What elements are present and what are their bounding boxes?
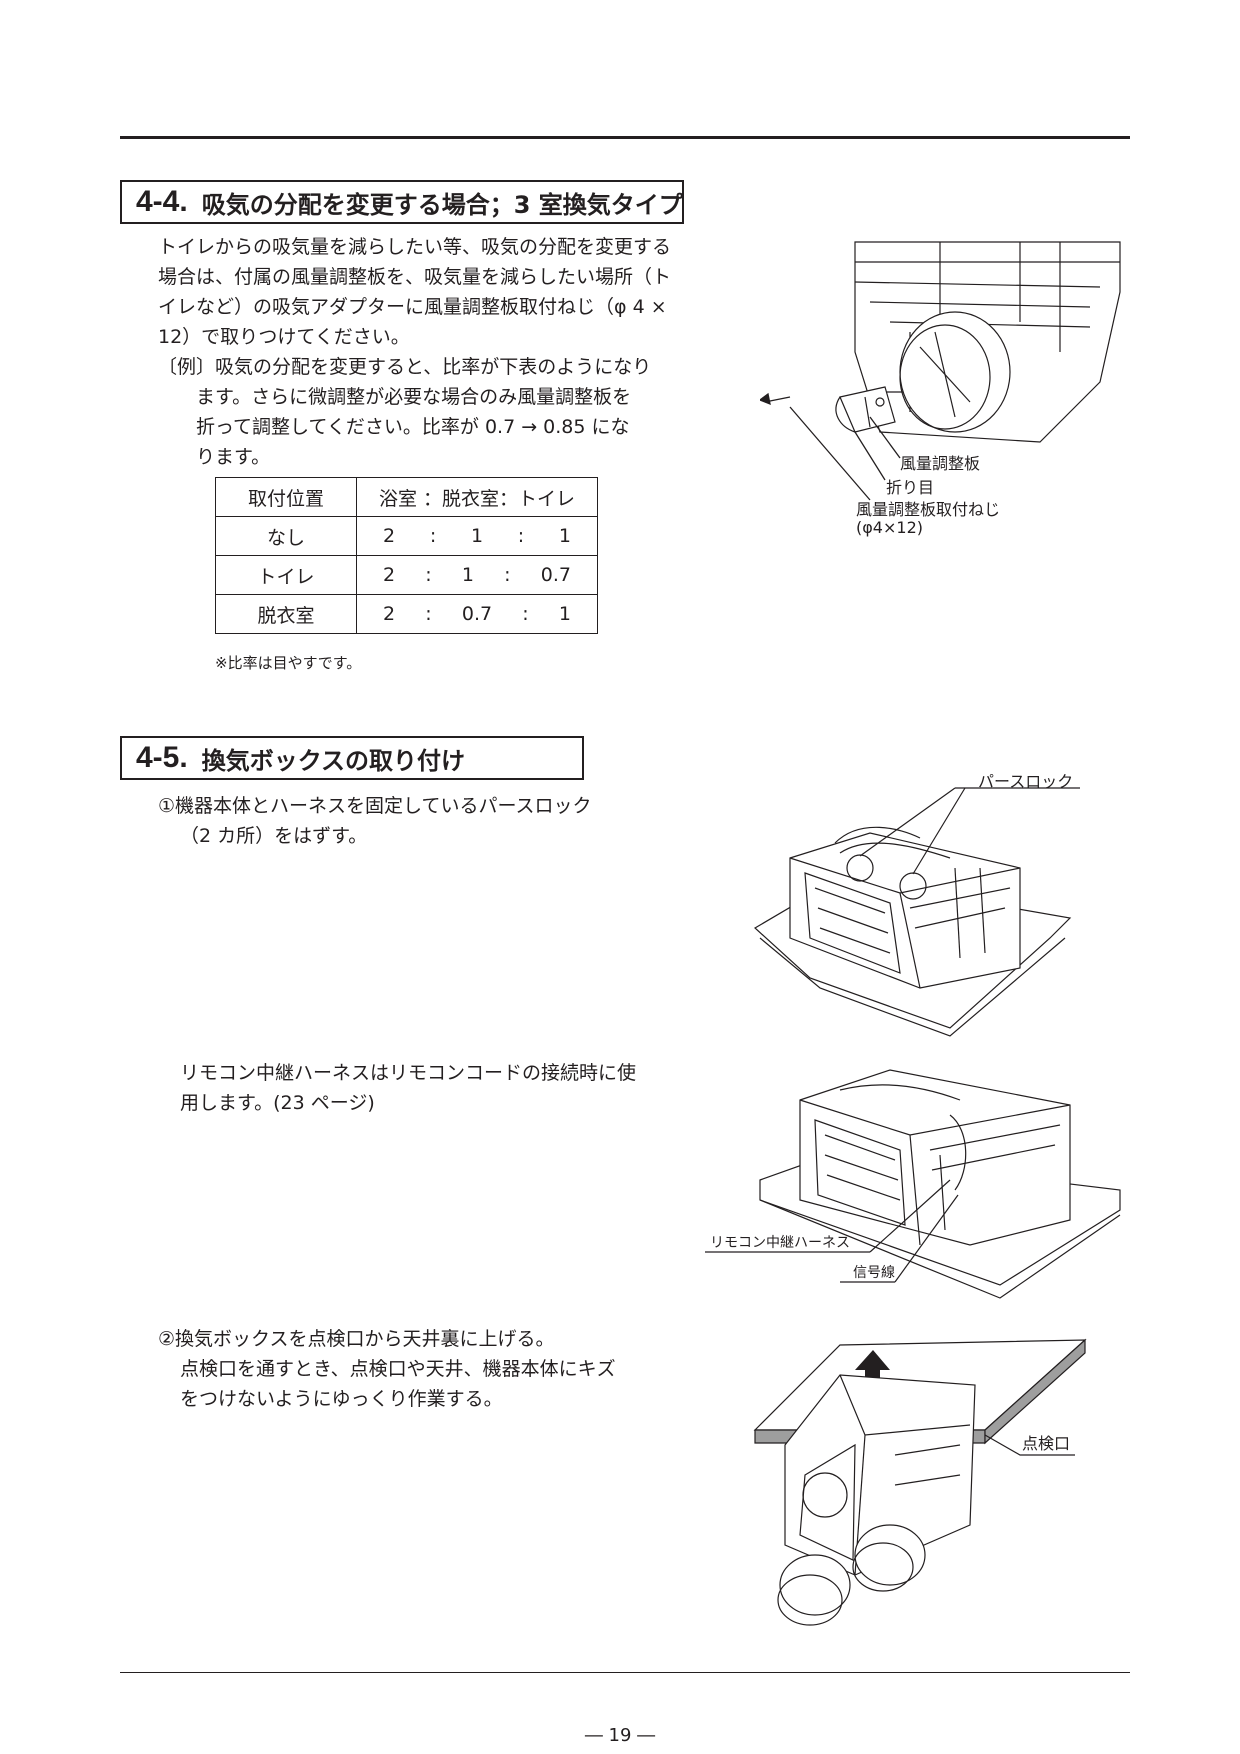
- label-signal: 信号線: [853, 1265, 895, 1281]
- intro-paragraph: トイレからの吸気量を減らしたい等、吸気の分配を変更する 場合は、付属の風量調整板…: [158, 232, 671, 472]
- table-header-row: 取付位置 浴室 ：脱衣室：トイレ: [215, 477, 598, 517]
- section-title-4-4: 4-4. 吸気の分配を変更する場合；3 室換気タイプ: [120, 180, 684, 224]
- ratio-sep: :: [517, 525, 525, 547]
- label-fold: 折り目: [886, 478, 935, 497]
- ratio-sep: :: [425, 603, 432, 625]
- section-heading: 換気ボックスの取り付け: [201, 746, 465, 775]
- table-row: 脱衣室 2: 0.7: 1: [215, 594, 598, 634]
- cell-position: 脱衣室: [215, 594, 357, 634]
- section-title-4-5: 4-5. 換気ボックスの取り付け: [120, 736, 584, 780]
- ratio-toilet: 1: [558, 603, 571, 625]
- table-row: なし 2: 1: 1: [215, 516, 598, 556]
- section-heading: 吸気の分配を変更する場合；3 室換気タイプ: [201, 190, 683, 219]
- ratio-bath: 2: [383, 564, 396, 586]
- text-line: 用します。(23 ページ): [180, 1092, 375, 1114]
- ratio-sep: :: [504, 564, 511, 586]
- example-line: 折って調整してください。比率が 0.7 → 0.85 にな: [196, 416, 630, 438]
- label-plate: 風量調整板: [900, 454, 981, 473]
- text-line: 12）で取りつけてください。: [158, 326, 410, 348]
- example-line: ます。さらに微調整が必要な場合のみ風量調整板を: [196, 386, 632, 408]
- ratio-bath: 2: [383, 603, 396, 625]
- page-number: ― 19 ―: [584, 1725, 656, 1746]
- cell-position: トイレ: [215, 555, 357, 595]
- ratio-table: 取付位置 浴室 ：脱衣室：トイレ なし 2:1:1 トイレ 2:1:0.7 脱衣…: [215, 477, 598, 634]
- ratio-dressing: 0.7: [461, 603, 493, 625]
- step-1: ①機器本体とハーネスを固定しているパースロック （2 カ所）をはずす。: [158, 791, 592, 851]
- text-line: （2 カ所）をはずす。: [180, 825, 368, 847]
- ratio-dressing: 1: [470, 525, 484, 547]
- example-line: ります。: [196, 446, 271, 468]
- ratio-sep: :: [429, 525, 437, 547]
- ratio-toilet: 0.7: [540, 564, 571, 586]
- section-number: 4-4.: [136, 185, 188, 218]
- cell-ratio: 2: 0.7: 1: [356, 594, 598, 634]
- ceiling-opening-illustration: [753, 1338, 1087, 1626]
- ratio-dressing: 1: [461, 564, 474, 586]
- text-line: 点検口を通すとき、点検口や天井、機器本体にキズ: [180, 1358, 616, 1380]
- header-position: 取付位置: [215, 477, 357, 517]
- example-line: 〔例〕吸気の分配を変更すると、比率が下表のようになり: [158, 356, 652, 378]
- ratio-sep: :: [425, 564, 432, 586]
- label-screw: 風量調整板取付ねじ: [856, 500, 1001, 519]
- table-row: トイレ 2: 1: 0.7: [215, 555, 598, 595]
- damper-plate-illustration: [760, 241, 1121, 501]
- step-2: ②換気ボックスを点検口から天井裏に上げる。 点検口を通すとき、点検口や天井、機器…: [158, 1324, 616, 1414]
- cell-position: なし: [215, 516, 357, 556]
- label-screw-size: (φ4×12): [856, 518, 923, 537]
- header-ratio: 浴室 ：脱衣室：トイレ: [356, 477, 598, 517]
- text-line: をつけないようにゆっくり作業する。: [180, 1388, 503, 1410]
- cell-ratio: 2: 1: 0.7: [356, 555, 598, 595]
- text-line: リモコン中継ハーネスはリモコンコードの接続時に使: [180, 1062, 637, 1084]
- text-line: 場合は、付属の風量調整板を、吸気量を減らしたい場所（ト: [158, 266, 672, 288]
- text-line: イレなど）の吸気アダプターに風量調整板取付ねじ（φ 4 ×: [158, 296, 667, 318]
- label-purse-lock: パースロック: [978, 772, 1074, 791]
- text-line: ②換気ボックスを点検口から天井裏に上げる。: [158, 1328, 555, 1350]
- ratio-sep: :: [522, 603, 529, 625]
- remote-harness-illustration: [705, 1069, 1121, 1299]
- step-1-note: リモコン中継ハーネスはリモコンコードの接続時に使 用します。(23 ページ): [180, 1058, 636, 1118]
- text-line: トイレからの吸気量を減らしたい等、吸気の分配を変更する: [158, 236, 672, 258]
- ratio-toilet: 1: [558, 525, 571, 547]
- bottom-rule: [120, 1672, 1130, 1673]
- table-note: ※比率は目やすです。: [215, 654, 362, 672]
- purse-lock-illustration: [753, 787, 1080, 1037]
- label-harness: リモコン中継ハーネス: [710, 1235, 850, 1251]
- ratio-bath: 2: [383, 525, 396, 547]
- section-number: 4-5.: [136, 741, 188, 774]
- cell-ratio: 2: 1: 1: [356, 516, 598, 556]
- text-line: ①機器本体とハーネスを固定しているパースロック: [158, 795, 592, 817]
- top-rule: [120, 136, 1130, 139]
- label-opening: 点検口: [1022, 1434, 1071, 1453]
